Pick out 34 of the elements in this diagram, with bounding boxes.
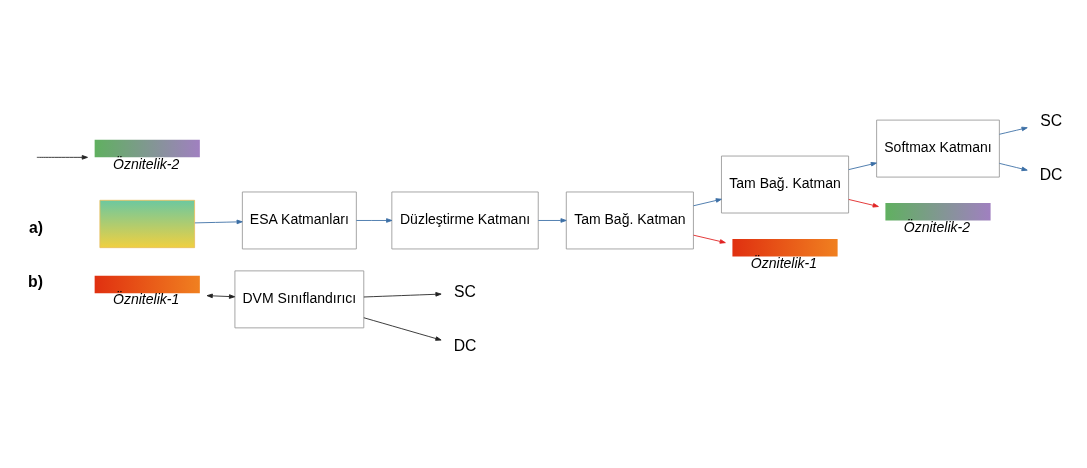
node-label: Öznitelik-1 — [750, 254, 818, 271]
node-bar — [732, 238, 838, 256]
arrow — [693, 197, 722, 206]
node-box: Düzleştirme Katmanı — [391, 191, 539, 249]
node-text: DC — [1039, 165, 1063, 183]
arrow — [206, 293, 236, 299]
arrow — [363, 316, 442, 341]
arrow — [848, 198, 879, 208]
arrow — [355, 217, 393, 223]
arrow — [999, 162, 1028, 171]
arrow — [537, 217, 567, 223]
node-box: DVM Sınıflandırıcı — [234, 269, 365, 328]
arrow — [363, 291, 442, 297]
node-label: Öznitelik-2 — [113, 155, 180, 172]
label: a) — [28, 218, 43, 236]
node-box: Tam Bağ. Katman — [565, 191, 694, 249]
arrow — [36, 154, 88, 160]
node-text: DC — [453, 336, 477, 354]
node-box: Softmax Katmanı — [876, 119, 1000, 177]
node-bar — [885, 202, 991, 220]
node-text: SC — [454, 282, 476, 300]
label: b) — [28, 272, 43, 290]
node-bar — [94, 275, 200, 293]
arrow — [848, 161, 877, 170]
arrow — [999, 126, 1028, 135]
node-box: Tam Bağ. Katman — [721, 155, 850, 213]
node-label: Öznitelik-1 — [113, 290, 180, 307]
node-label: Öznitelik-2 — [903, 218, 971, 235]
arrow — [194, 219, 243, 224]
arrow — [693, 234, 726, 244]
picture — [99, 199, 196, 248]
node-bar — [94, 139, 200, 157]
node-text: SC — [1040, 111, 1063, 129]
node-box: ESA Katmanları — [241, 191, 357, 249]
